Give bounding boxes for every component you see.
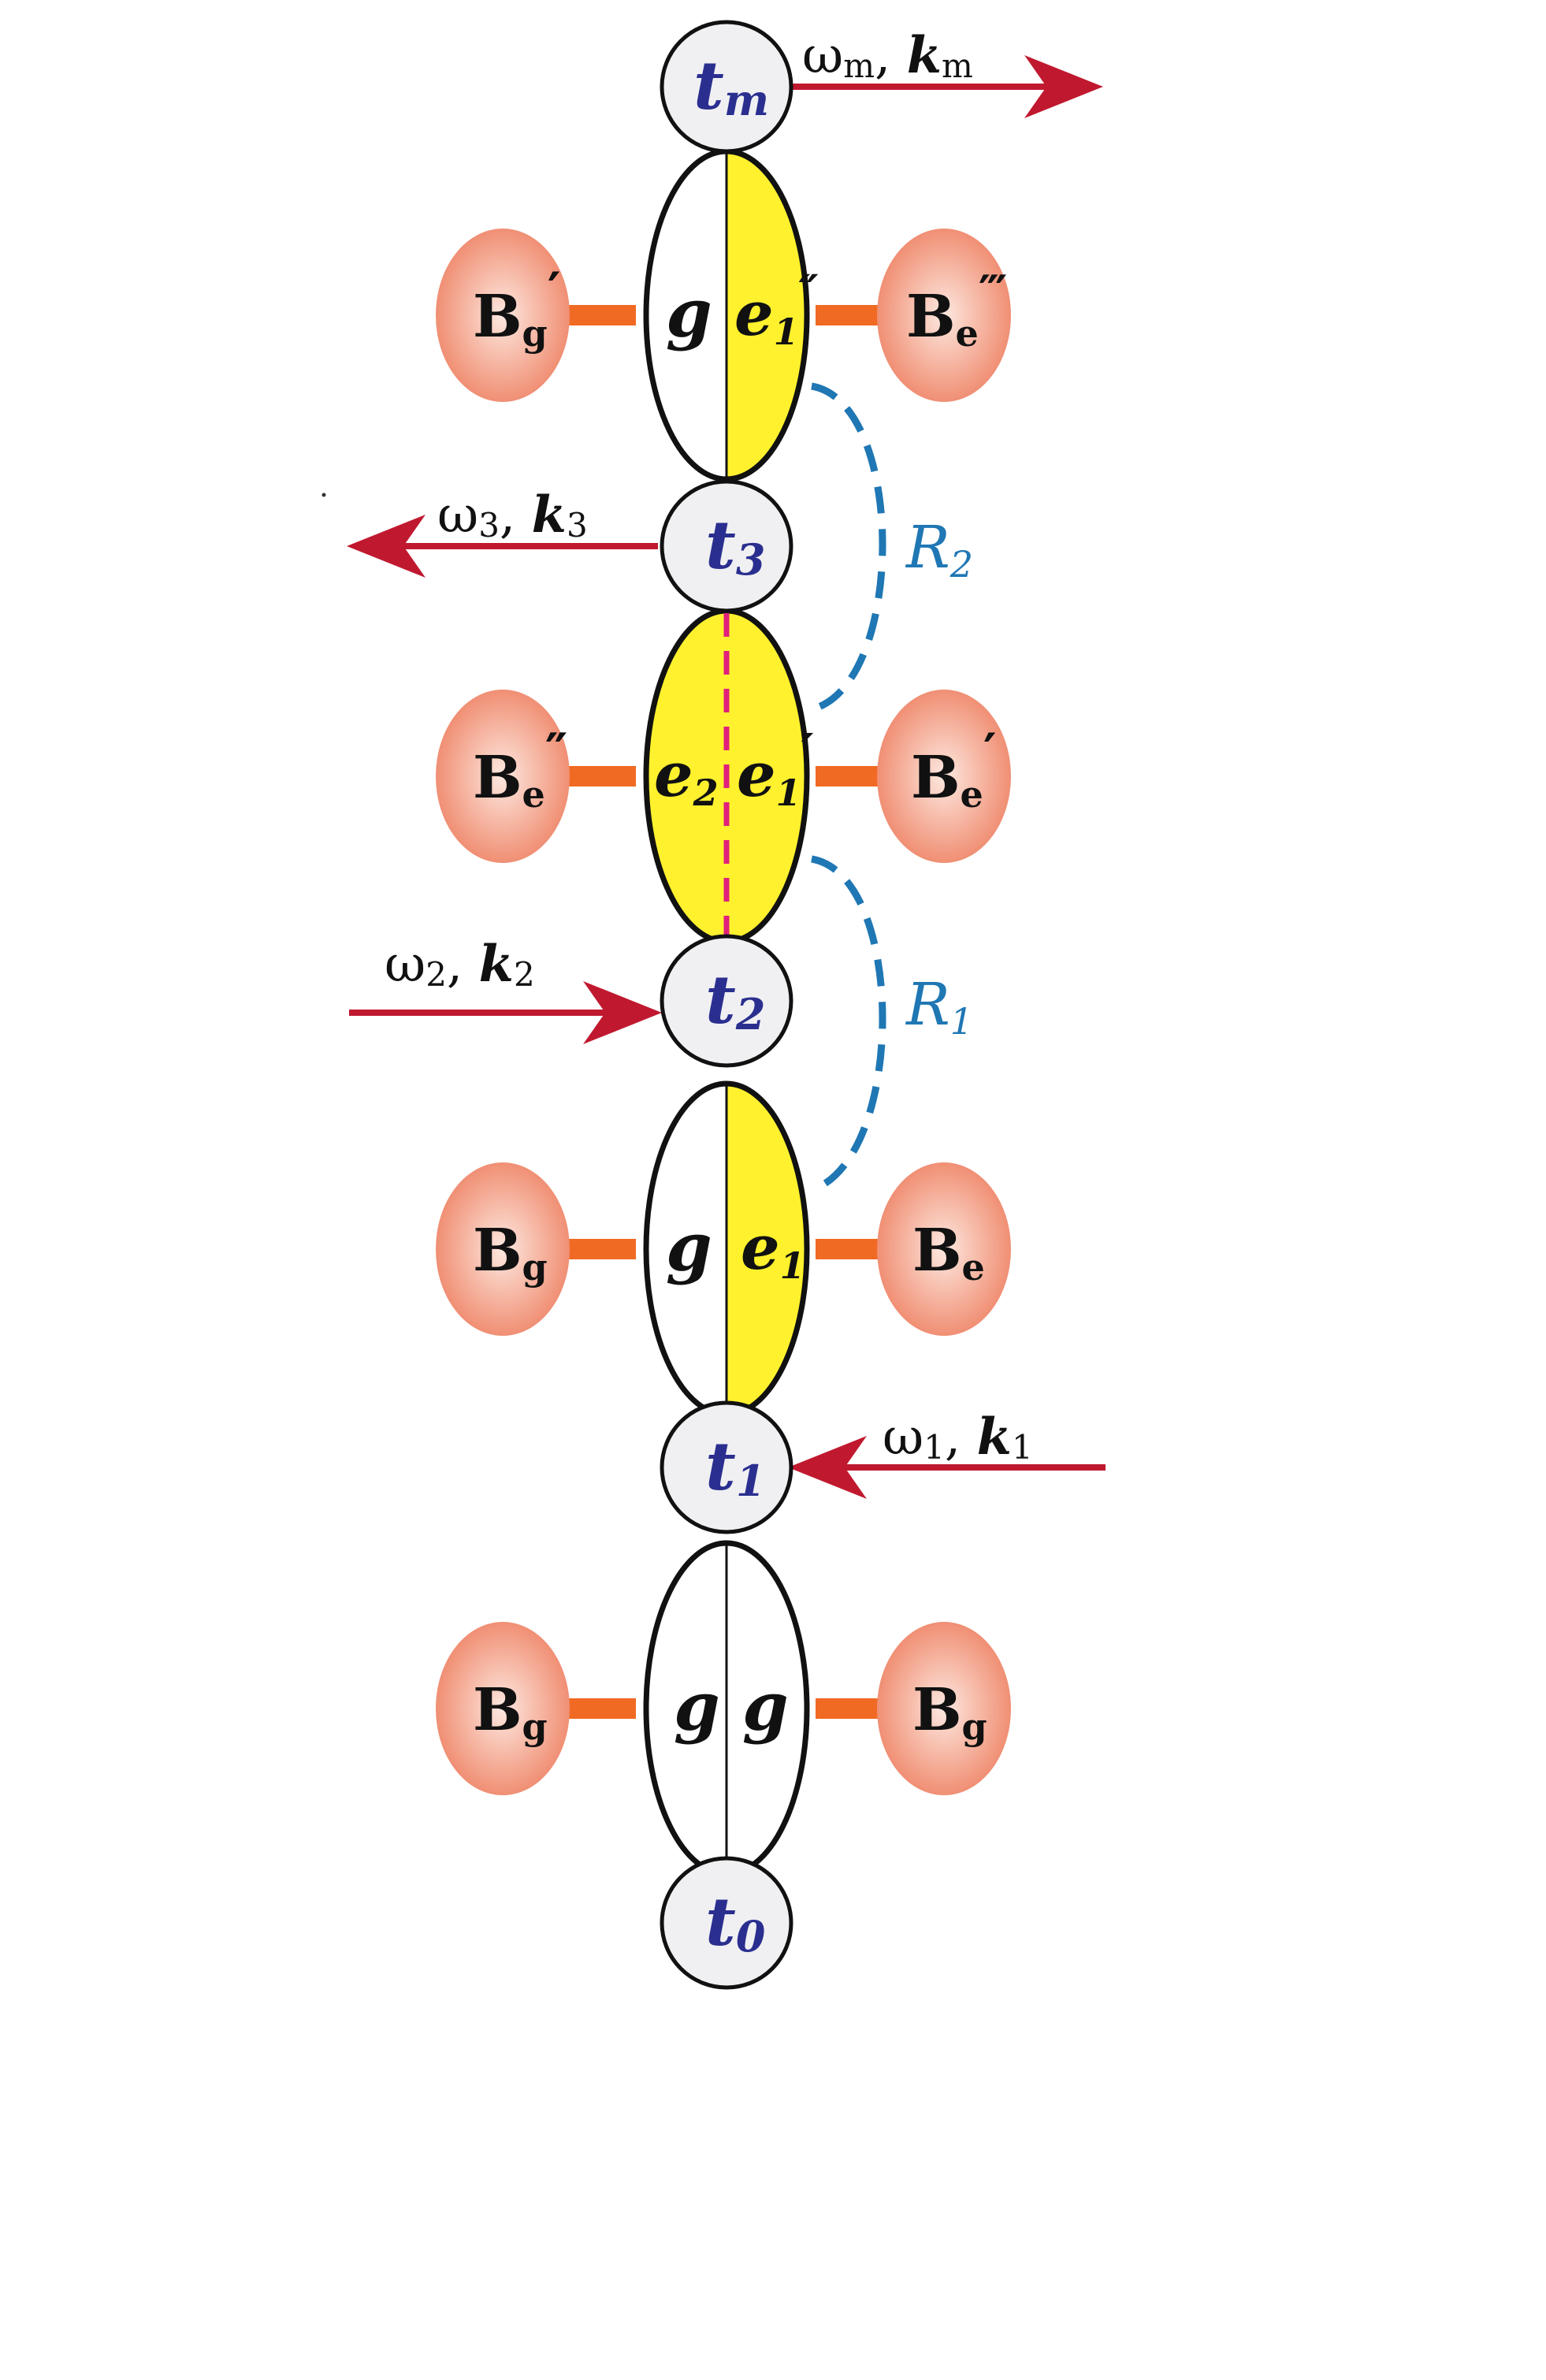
ket-state-label: g	[666, 274, 712, 352]
memory-R1-label: R1	[905, 971, 973, 1043]
time-node-t1: t1	[660, 1400, 793, 1534]
beam-k2-label: ω2, k2	[385, 935, 535, 994]
ket-state-label: e2	[654, 739, 719, 814]
svg-text:t3: t3	[705, 506, 765, 585]
bra-state-label: g	[742, 1668, 789, 1746]
beam-k1-label: ω1, k1	[883, 1408, 1033, 1467]
link-right	[816, 766, 884, 787]
link-left	[567, 305, 636, 325]
memory-R2-curve	[810, 382, 886, 713]
beam-k3-arrow	[347, 515, 658, 578]
memory-R1-curve	[810, 855, 886, 1194]
level-2: Be″ Be′ e2 e1′	[436, 608, 1011, 945]
beam-km-label: ωm, km	[802, 26, 973, 85]
level-1: Bg Be g e1	[436, 1080, 1011, 1418]
bath-left	[436, 229, 570, 402]
beam-k3-label: ω3, k3	[437, 485, 588, 545]
bra-state-label: e1″	[734, 266, 819, 353]
link-right	[816, 305, 884, 325]
svg-text:t1: t1	[705, 1427, 765, 1506]
bath-right	[877, 229, 1011, 402]
bath-left-label: Bg	[473, 1217, 548, 1289]
bath-right	[877, 1622, 1011, 1795]
excited-half	[727, 151, 807, 479]
bath-right-label: Be‴	[906, 266, 1007, 355]
bath-right-label: Be′	[911, 723, 997, 816]
stray-dot	[321, 493, 326, 497]
bath-left	[436, 1622, 570, 1795]
memory-R1: R1	[810, 855, 973, 1194]
svg-text:t0: t0	[705, 1883, 765, 1962]
bath-right	[877, 1162, 1011, 1336]
bath-left-label: Bg	[473, 1676, 548, 1748]
level-3: Bg′ Be‴ g e1″	[436, 148, 1011, 482]
bra-state-label: e1′	[737, 724, 814, 814]
memory-R2-label: R2	[905, 514, 973, 586]
link-left	[567, 1239, 636, 1259]
beam-k1-arrow	[788, 1436, 1106, 1499]
excited-half	[727, 1084, 807, 1415]
bra-state-label: e1	[741, 1212, 805, 1287]
svg-text:t2: t2	[705, 961, 765, 1039]
bath-left	[436, 1162, 570, 1336]
ket-state-label: g	[674, 1668, 720, 1746]
svg-text:tm: tm	[693, 46, 769, 125]
ket-state-label: g	[666, 1208, 712, 1286]
link-left	[567, 1698, 636, 1719]
time-node-t0: t0	[660, 1856, 793, 1990]
link-right	[816, 1698, 884, 1719]
beam-km-arrow	[788, 55, 1103, 118]
beam-k2-arrow	[349, 981, 662, 1044]
memory-R2: R2	[810, 382, 973, 713]
bath-left-label: Bg′	[473, 262, 561, 355]
bath-right-label: Bg	[912, 1676, 987, 1748]
bath-right-label: Be	[912, 1217, 985, 1289]
time-node-tm: tm	[660, 20, 793, 154]
link-left	[567, 766, 636, 787]
level-0: Bg Bg g g	[436, 1540, 1011, 1877]
bath-left-label: Be″	[473, 723, 567, 816]
time-node-t3: t3	[660, 479, 793, 613]
link-right	[816, 1239, 884, 1259]
time-node-t2: t2	[660, 934, 793, 1068]
bath-right	[877, 690, 1011, 863]
bath-left	[436, 690, 570, 863]
